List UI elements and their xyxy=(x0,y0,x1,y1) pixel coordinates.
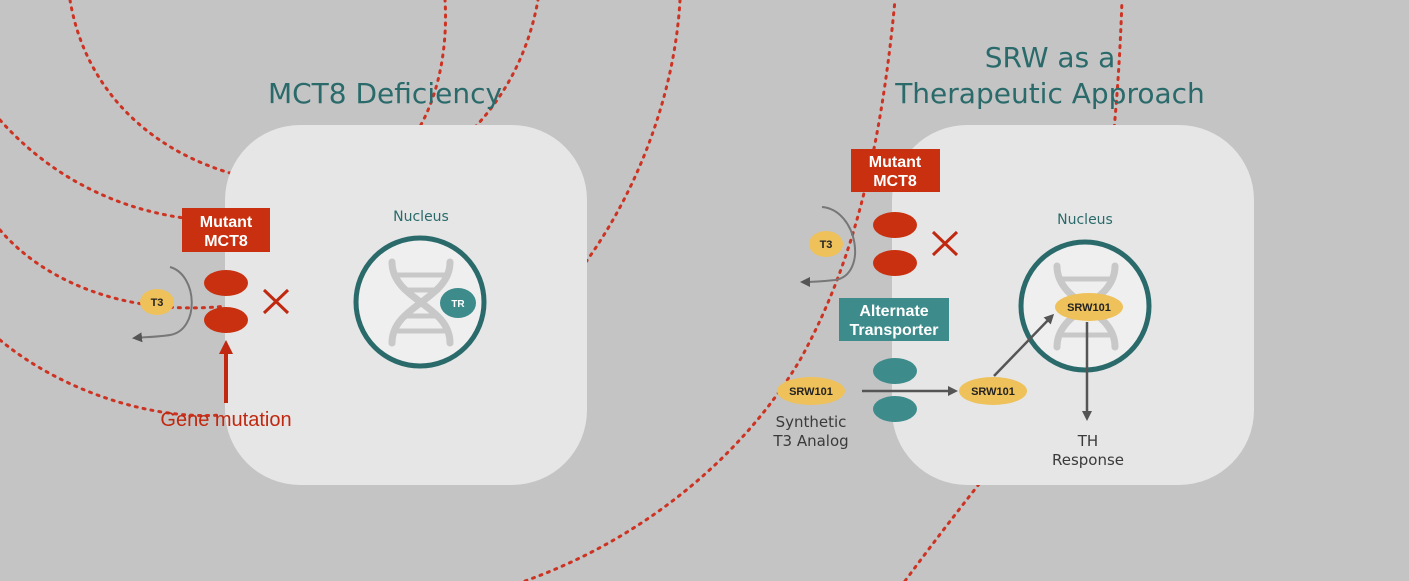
dotted-arc-1 xyxy=(68,0,448,187)
srw101-inside-label: SRW101 xyxy=(971,386,1015,398)
left-cross-mark-icon xyxy=(262,288,290,315)
synthetic-label-line1: Synthetic xyxy=(776,413,847,431)
dna-helix-icon xyxy=(388,258,454,347)
left-t3-label: T3 xyxy=(151,297,164,309)
left-t3-bounce-arrow xyxy=(132,266,193,343)
right-cross-mark-icon xyxy=(931,230,959,257)
left-mutant-label-line1: Mutant xyxy=(200,214,253,231)
srw101-to-nucleus-arrow xyxy=(993,313,1055,377)
right-panel-title-line1: SRW as a xyxy=(985,41,1115,74)
right-mct8-bottom xyxy=(873,250,917,276)
right-panel-title-line2: Therapeutic Approach xyxy=(894,77,1205,110)
left-nucleus-label: Nucleus xyxy=(393,209,449,225)
th-response-line1: TH xyxy=(1077,432,1098,450)
srw101-nucleus-label: SRW101 xyxy=(1067,302,1111,314)
right-t3-molecule xyxy=(809,231,843,257)
left-panel-title: MCT8 Deficiency xyxy=(268,77,502,110)
left-t3-molecule xyxy=(140,289,174,315)
transporter-bottom xyxy=(873,396,917,422)
right-t3-bounce-arrow xyxy=(800,206,857,287)
dotted-arc-5 xyxy=(523,0,897,581)
right-panel: SRW as a Therapeutic Approach Nucleus SR… xyxy=(772,41,1254,485)
gene-mutation-label: Gene mutation xyxy=(160,409,291,431)
alternate-transporter-line1: Alternate xyxy=(859,303,928,320)
right-mutant-mct8-box xyxy=(851,149,940,192)
left-mutant-mct8-box xyxy=(182,208,270,252)
tr-label: TR xyxy=(451,299,465,310)
right-mutant-label-line2: MCT8 xyxy=(873,173,917,190)
dotted-arc-4 xyxy=(0,338,222,418)
srw101-nucleus-molecule xyxy=(1055,293,1123,321)
tr-receptor xyxy=(440,288,476,318)
synthetic-label-line2: T3 Analog xyxy=(772,432,848,450)
srw101-outside-label: SRW101 xyxy=(789,386,833,398)
left-mct8-bottom xyxy=(204,307,248,333)
dotted-arc-2 xyxy=(0,0,540,223)
left-mct8-top xyxy=(204,270,248,296)
right-nucleus: SRW101 xyxy=(1018,239,1152,373)
th-response-line2: Response xyxy=(1052,451,1124,469)
transporter-top xyxy=(873,358,917,384)
alternate-transporter-line2: Transporter xyxy=(850,322,939,339)
srw101-outside-molecule xyxy=(777,377,845,405)
left-mutant-label-line2: MCT8 xyxy=(204,233,248,250)
srw101-inside-molecule xyxy=(959,377,1027,405)
right-mutant-label-line1: Mutant xyxy=(869,154,922,171)
right-t3-label: T3 xyxy=(820,239,833,251)
alternate-transporter-box xyxy=(839,298,949,341)
left-nucleus: TR xyxy=(353,235,487,369)
right-mct8-top xyxy=(873,212,917,238)
right-nucleus-label: Nucleus xyxy=(1057,212,1113,228)
left-panel: MCT8 Deficiency Nucleus TR Mutant MCT8 xyxy=(132,77,587,485)
